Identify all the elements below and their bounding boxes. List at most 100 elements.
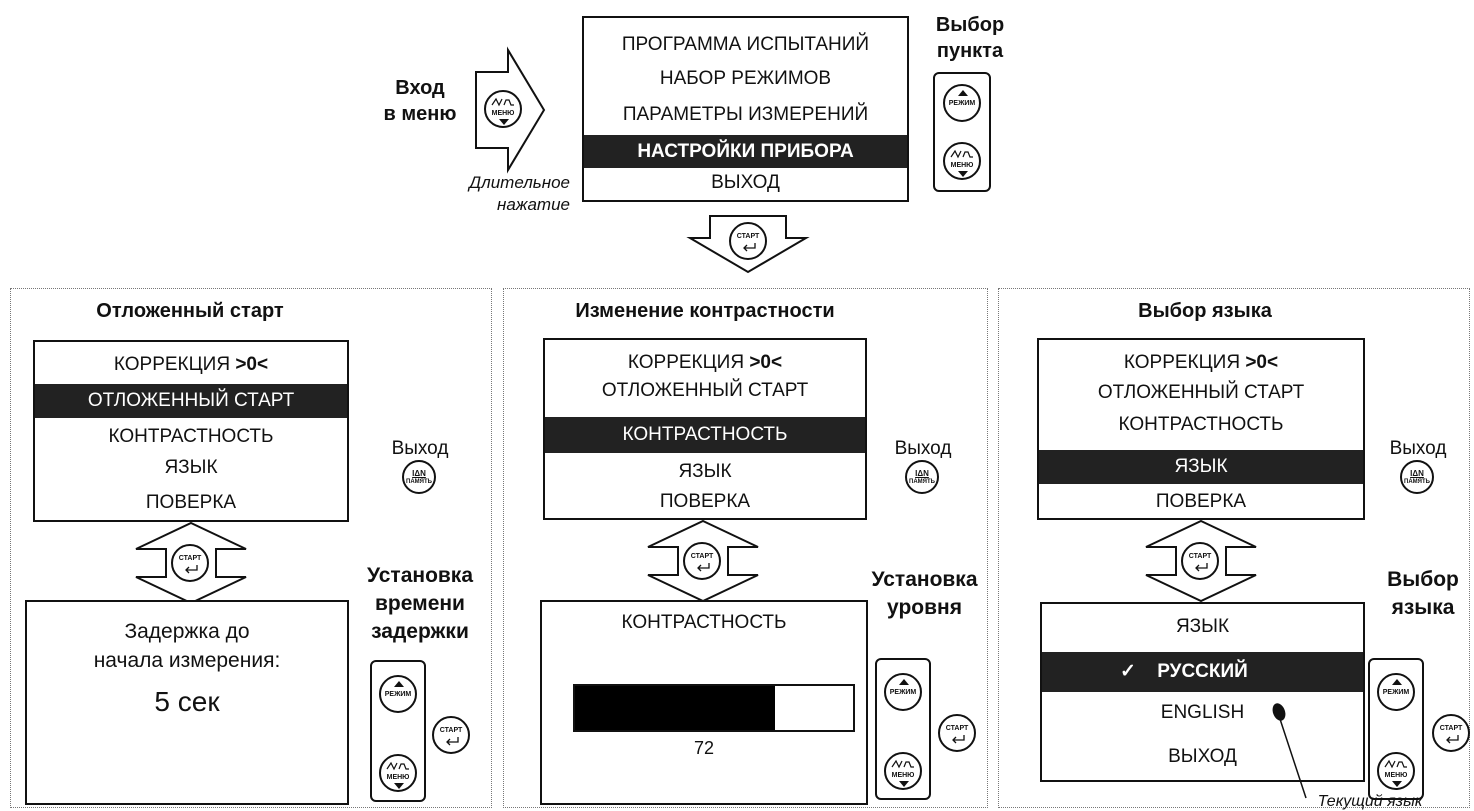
main-menu-screen: ПРОГРАММА ИСПЫТАНИЙ НАБОР РЕЖИМОВ ПАРАМЕ… bbox=[582, 16, 909, 202]
start-button-top[interactable]: СТАРТ bbox=[729, 222, 767, 260]
enter-icon bbox=[1446, 735, 1459, 744]
panel-language bbox=[998, 288, 1470, 808]
set-level-label: Установка уровня bbox=[862, 566, 987, 622]
start-button-1[interactable]: СТАРТ bbox=[171, 544, 209, 582]
correction-text: КОРРЕКЦИЯ bbox=[113, 354, 236, 375]
start-button-top-label: СТАРТ bbox=[736, 233, 760, 240]
mode-button-2-label: РЕЖИМ bbox=[889, 689, 917, 696]
start-button-2b[interactable]: СТАРТ bbox=[938, 714, 976, 752]
enter-icon bbox=[697, 563, 710, 572]
keypad-2: РЕЖИМ МЕНЮ bbox=[875, 658, 931, 800]
main-menu-item-2[interactable]: ПАРАМЕТРЫ ИЗМЕРЕНИЙ bbox=[622, 104, 869, 125]
memory-bottom-label: ПАМЯТЬ bbox=[406, 479, 432, 485]
up-triangle-icon bbox=[1392, 679, 1402, 685]
settings-item-correction[interactable]: КОРРЕКЦИЯ >0< bbox=[1039, 348, 1363, 378]
settings-item-contrast[interactable]: КОНТРАСТНОСТЬ bbox=[1118, 414, 1284, 435]
menu-button-enter-label: МЕНЮ bbox=[491, 110, 515, 117]
settings-item-language[interactable]: ЯЗЫК bbox=[164, 457, 218, 478]
correction-text: КОРРЕКЦИЯ bbox=[627, 352, 750, 373]
correction-suffix: >0< bbox=[749, 352, 783, 373]
language-option-russian[interactable]: ✓ РУССКИЙ bbox=[1042, 652, 1363, 692]
start-button-2-label: СТАРТ bbox=[690, 553, 714, 560]
settings-item-contrast[interactable]: КОНТРАСТНОСТЬ bbox=[545, 417, 865, 453]
keypad-1: РЕЖИМ МЕНЮ bbox=[370, 660, 426, 802]
memory-button-3[interactable]: IΔN ПАМЯТЬ bbox=[1400, 460, 1434, 494]
contrast-bar[interactable] bbox=[573, 684, 855, 732]
menu-button-enter[interactable]: МЕНЮ bbox=[484, 90, 522, 128]
contrast-value: 72 bbox=[693, 738, 715, 758]
settings-item-delayed[interactable]: ОТЛОЖЕННЫЙ СТАРТ bbox=[35, 384, 347, 418]
start-button-2b-label: СТАРТ bbox=[945, 725, 969, 732]
menu-button-top-label: МЕНЮ bbox=[950, 162, 974, 169]
exit-label-3: Выход bbox=[1389, 438, 1447, 459]
up-triangle-icon bbox=[958, 90, 968, 96]
mode-button-2[interactable]: РЕЖИМ bbox=[884, 673, 922, 711]
mode-button-3[interactable]: РЕЖИМ bbox=[1377, 673, 1415, 711]
settings-screen-1: КОРРЕКЦИЯ >0< ОТЛОЖЕННЫЙ СТАРТ КОНТРАСТН… bbox=[33, 340, 349, 522]
settings-item-correction[interactable]: КОРРЕКЦИЯ >0< bbox=[35, 350, 347, 380]
down-triangle-icon bbox=[1392, 781, 1402, 787]
set-delay-line1: Установка bbox=[367, 564, 473, 587]
language-option-english[interactable]: ENGLISH bbox=[1160, 702, 1245, 723]
main-menu-item-3[interactable]: НАСТРОЙКИ ПРИБОРА bbox=[584, 135, 907, 168]
memory-top-label: IΔN bbox=[1410, 469, 1424, 478]
settings-item-correction[interactable]: КОРРЕКЦИЯ >0< bbox=[545, 348, 865, 378]
menu-button-1[interactable]: МЕНЮ bbox=[379, 754, 417, 792]
delay-screen: Задержка до начала измерения: 5 сек bbox=[25, 600, 349, 805]
wave-icon bbox=[950, 149, 973, 159]
start-button-2[interactable]: СТАРТ bbox=[683, 542, 721, 580]
memory-top-label: IΔN bbox=[915, 469, 929, 478]
settings-item-verification[interactable]: ПОВЕРКА bbox=[659, 491, 751, 512]
language-screen-title: ЯЗЫК bbox=[1175, 616, 1230, 637]
memory-button-2[interactable]: IΔN ПАМЯТЬ bbox=[905, 460, 939, 494]
settings-item-language[interactable]: ЯЗЫК bbox=[1039, 450, 1363, 484]
menu-button-3[interactable]: МЕНЮ bbox=[1377, 752, 1415, 790]
exit-label-2: Выход bbox=[894, 438, 952, 459]
up-triangle-icon bbox=[899, 679, 909, 685]
settings-item-contrast[interactable]: КОНТРАСТНОСТЬ bbox=[108, 426, 274, 447]
select-language-label: Выбор языка bbox=[1368, 566, 1474, 622]
current-language-note: Текущий язык bbox=[1317, 793, 1423, 810]
language-option-russian-label: РУССКИЙ bbox=[1157, 661, 1248, 682]
settings-item-language[interactable]: ЯЗЫК bbox=[678, 461, 732, 482]
memory-button-1[interactable]: IΔN ПАМЯТЬ bbox=[402, 460, 436, 494]
mode-button-3-label: РЕЖИМ bbox=[1382, 689, 1410, 696]
panel-contrast-title: Изменение контрастности bbox=[575, 300, 835, 322]
start-button-3[interactable]: СТАРТ bbox=[1181, 542, 1219, 580]
enter-menu-label-line1: Вход bbox=[395, 77, 445, 99]
memory-bottom-label: ПАМЯТЬ bbox=[909, 479, 935, 485]
pointer-line bbox=[1272, 703, 1307, 799]
menu-button-2[interactable]: МЕНЮ bbox=[884, 752, 922, 790]
settings-item-verification[interactable]: ПОВЕРКА bbox=[1155, 491, 1247, 512]
main-menu-item-4[interactable]: ВЫХОД bbox=[711, 172, 780, 193]
select-item-label: Выбор пункта bbox=[915, 12, 1025, 64]
panel-delayed-start-title: Отложенный старт bbox=[96, 300, 284, 322]
wave-icon bbox=[491, 97, 514, 107]
main-menu-item-1[interactable]: НАБОР РЕЖИМОВ bbox=[659, 68, 832, 89]
start-button-3b[interactable]: СТАРТ bbox=[1432, 714, 1470, 752]
top-keypad: РЕЖИМ МЕНЮ bbox=[933, 72, 991, 192]
enter-menu-label: Вход в меню bbox=[365, 75, 475, 127]
wave-icon bbox=[891, 759, 914, 769]
language-option-exit[interactable]: ВЫХОД bbox=[1168, 746, 1237, 767]
settings-screen-3: КОРРЕКЦИЯ >0< ОТЛОЖЕННЫЙ СТАРТ КОНТРАСТН… bbox=[1037, 338, 1365, 520]
mode-button-1[interactable]: РЕЖИМ bbox=[379, 675, 417, 713]
enter-icon bbox=[185, 565, 198, 574]
main-menu-item-0[interactable]: ПРОГРАММА ИСПЫТАНИЙ bbox=[621, 34, 870, 55]
enter-icon bbox=[1195, 563, 1208, 572]
panel-delayed-start bbox=[10, 288, 492, 808]
menu-button-top[interactable]: МЕНЮ bbox=[943, 142, 981, 180]
set-delay-line3: задержки bbox=[371, 620, 469, 643]
settings-item-verification[interactable]: ПОВЕРКА bbox=[145, 492, 237, 513]
set-level-line2: уровня bbox=[887, 596, 962, 619]
start-button-1-label: СТАРТ bbox=[178, 555, 202, 562]
settings-item-delayed[interactable]: ОТЛОЖЕННЫЙ СТАРТ bbox=[1097, 382, 1305, 403]
start-button-3-label: СТАРТ bbox=[1188, 553, 1212, 560]
long-press-label: Длительное нажатие bbox=[425, 172, 570, 216]
correction-suffix: >0< bbox=[235, 354, 269, 375]
settings-item-delayed[interactable]: ОТЛОЖЕННЫЙ СТАРТ bbox=[601, 380, 809, 401]
start-button-1b[interactable]: СТАРТ bbox=[432, 716, 470, 754]
settings-screen-2: КОРРЕКЦИЯ >0< ОТЛОЖЕННЫЙ СТАРТ КОНТРАСТН… bbox=[543, 338, 867, 520]
enter-menu-label-line2: в меню bbox=[383, 103, 457, 125]
mode-button-top[interactable]: РЕЖИМ bbox=[943, 84, 981, 122]
